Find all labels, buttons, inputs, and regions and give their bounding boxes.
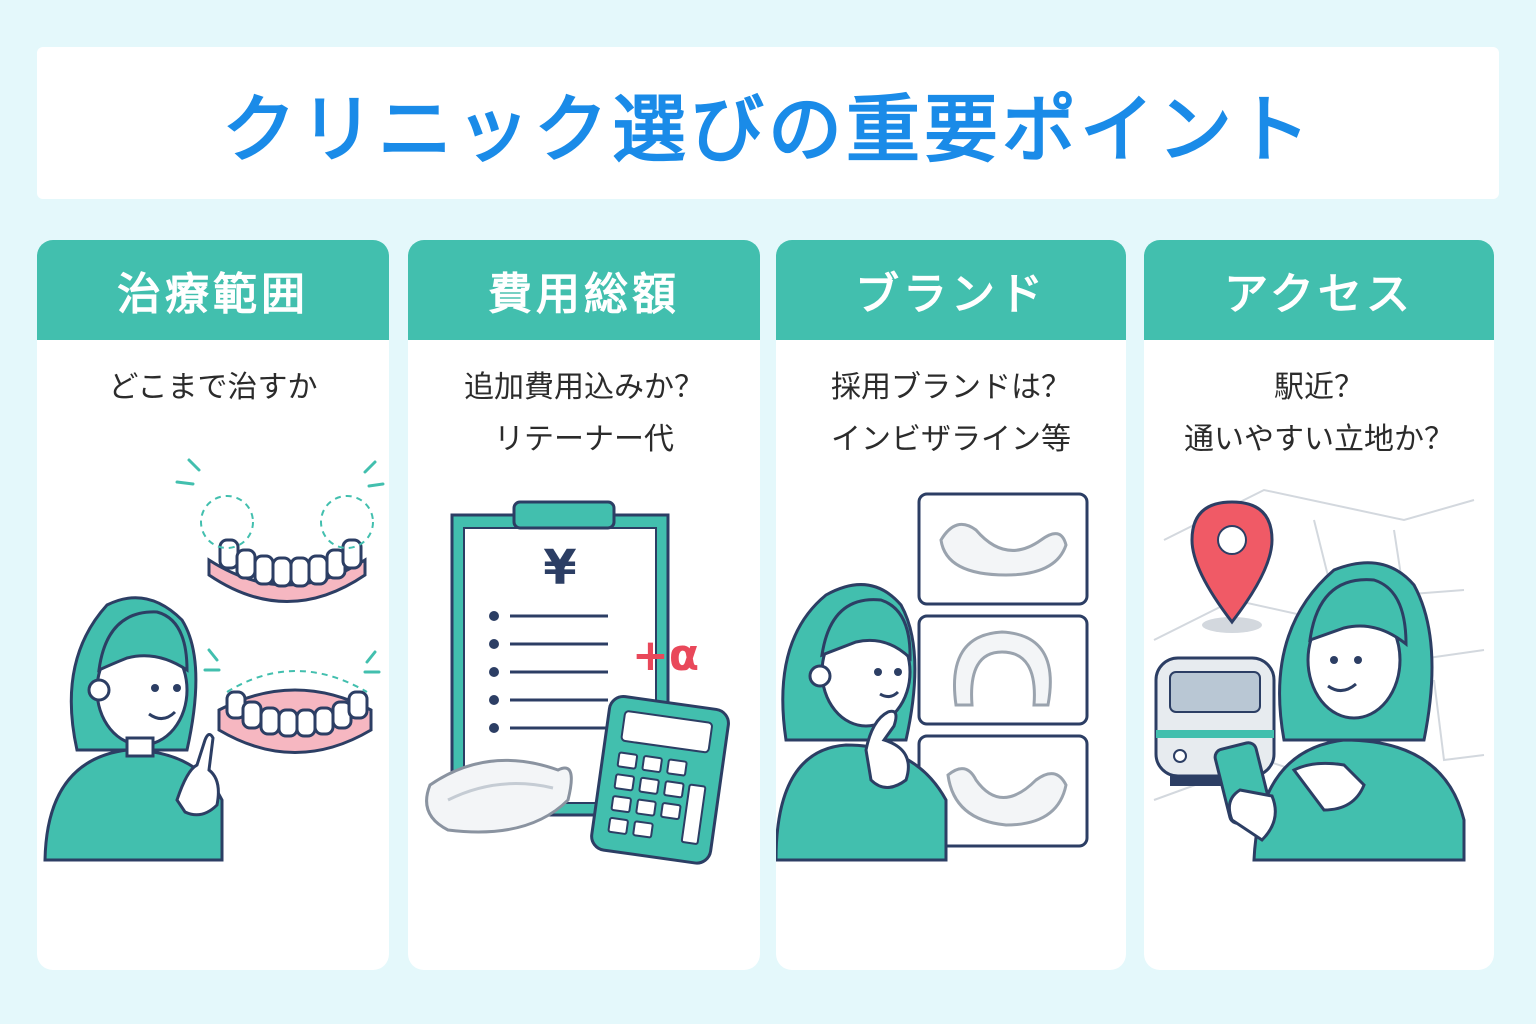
aligner-icon (939, 522, 1068, 577)
card-description-line: 追加費用込みか？ (464, 370, 704, 405)
card-total-cost: 費用総額 追加費用込みか？ リテーナー代 ¥ (408, 240, 760, 970)
card-description-line: リテーナー代 (494, 422, 674, 457)
card-description-line: 駅近？ (1274, 370, 1364, 405)
card-heading: アクセス (1224, 269, 1414, 320)
aligner-icon (425, 758, 573, 834)
woman-pointing-figure (43, 596, 224, 862)
card-header: 治療範囲 (37, 240, 389, 340)
card-header: ブランド (776, 240, 1126, 340)
card-treatment-scope: 治療範囲 どこまで治すか (37, 240, 389, 970)
calculator-icon (590, 694, 730, 865)
card-description: どこまで治すか (37, 362, 389, 414)
teeth-arch-icon (175, 458, 385, 603)
card-description: 採用ブランドは？ インビザライン等 (776, 362, 1126, 466)
woman-thinking-figure (776, 583, 948, 862)
card-description: 追加費用込みか？ リテーナー代 (408, 362, 760, 466)
card-header: アクセス (1144, 240, 1494, 340)
woman-with-phone-figure (1213, 561, 1466, 862)
access-illustration (1153, 488, 1485, 862)
card-heading: 治療範囲 (117, 269, 309, 320)
title-banner: クリニック選びの重要ポイント (37, 47, 1499, 199)
card-description-line: 通いやすい立地か？ (1184, 422, 1454, 457)
card-description-line: 採用ブランドは？ (831, 370, 1071, 405)
page-title: クリニック選びの重要ポイント (222, 86, 1314, 173)
card-heading: 費用総額 (488, 269, 680, 320)
aligner-icon (953, 630, 1052, 707)
map-pin-icon (1190, 500, 1274, 633)
card-access: アクセス 駅近？ 通いやすい立地か？ (1144, 240, 1494, 970)
card-brand: ブランド 採用ブランドは？ インビザライン等 (776, 240, 1126, 970)
card-description: 駅近？ 通いやすい立地か？ (1144, 362, 1494, 466)
treatment-illustration (43, 458, 385, 862)
aligner-icon (946, 767, 1068, 827)
brand-illustration (776, 492, 1089, 862)
teeth-arch-icon (203, 648, 381, 754)
card-description-line: どこまで治すか (108, 370, 318, 405)
card-description-line: インビザライン等 (831, 422, 1071, 457)
plus-alpha-label: +α (632, 630, 699, 681)
yen-symbol: ¥ (543, 540, 576, 596)
cost-illustration: ¥ +α (425, 500, 730, 865)
card-header: 費用総額 (408, 240, 760, 340)
card-heading: ブランド (855, 269, 1047, 320)
